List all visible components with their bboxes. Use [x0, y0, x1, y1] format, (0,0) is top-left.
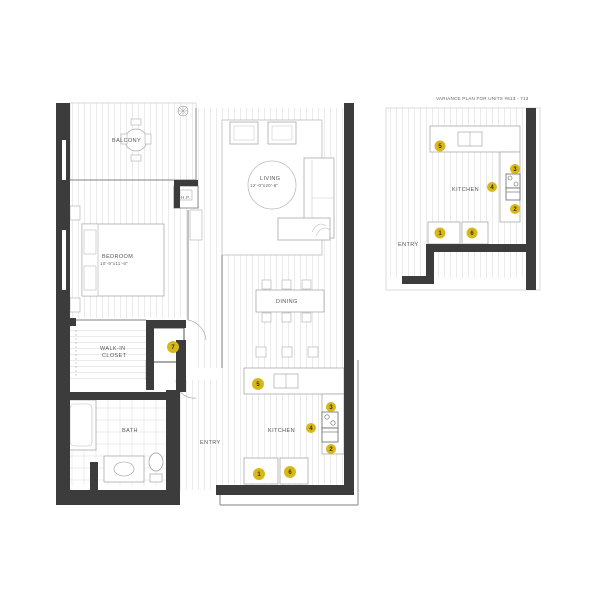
badge: 1: [253, 468, 265, 480]
variance-plan: VARIANCE PLAN FOR UNITS #613 - 713 KITCH…: [385, 96, 541, 291]
bath-label: BATH: [122, 428, 138, 434]
svg-text:2: 2: [513, 207, 517, 213]
bedroom-label: BEDROOM: [102, 254, 133, 260]
svg-text:3: 3: [329, 405, 333, 411]
nightstand: [69, 205, 81, 221]
dining-label: DINING: [276, 299, 298, 305]
toilet: [148, 452, 164, 472]
badge: 5: [434, 140, 446, 152]
living-label: LIVING: [260, 176, 280, 182]
badge: 3: [326, 402, 336, 412]
dining-table: [255, 289, 325, 313]
hp-label: H.P.: [181, 195, 190, 200]
badge: 1: [434, 227, 446, 239]
svg-text:5: 5: [438, 144, 442, 150]
badge: 6: [466, 227, 478, 239]
walkin-label-2: CLOSET: [102, 353, 127, 359]
closet-floor: [70, 326, 146, 380]
kitchen-label: KITCHEN: [268, 428, 295, 434]
svg-text:4: 4: [490, 185, 494, 191]
svg-text:6: 6: [288, 470, 292, 476]
cooktop: [321, 411, 339, 429]
badge: 4: [306, 423, 316, 433]
badge: 7: [167, 341, 179, 353]
badge: 3: [510, 164, 520, 174]
badge: 5: [252, 378, 264, 390]
oven: [321, 427, 339, 443]
vanity: [103, 455, 145, 483]
badge: 2: [510, 204, 520, 214]
variance-oven: [505, 187, 521, 201]
coffee-table: [247, 160, 297, 210]
svg-text:6: 6: [470, 231, 474, 237]
balcony-label: BALCONY: [112, 138, 141, 144]
bathtub: [65, 399, 97, 451]
bedroom-dimensions: 10'-9"x11'-6": [100, 261, 128, 266]
svg-text:3: 3: [513, 167, 517, 173]
variance-kitchen-label: KITCHEN: [452, 187, 479, 193]
walls: [56, 103, 354, 505]
variance-cooktop: [505, 173, 521, 189]
svg-text:1: 1: [438, 231, 442, 237]
svg-text:7: 7: [171, 345, 175, 351]
entry-floor: [180, 380, 220, 490]
badge: 6: [284, 466, 296, 478]
svg-text:1: 1: [257, 472, 261, 478]
badge: 4: [487, 182, 497, 192]
variance-entry-label: ENTRY: [398, 242, 419, 248]
armchair: [229, 121, 259, 145]
walkin-label-1: WALK-IN: [100, 346, 126, 352]
media-unit: [277, 217, 331, 241]
entry-label: ENTRY: [200, 440, 221, 446]
badge: 2: [326, 444, 336, 454]
variance-title: VARIANCE PLAN FOR UNITS #613 - 713: [436, 96, 529, 101]
svg-text:5: 5: [256, 382, 260, 388]
svg-text:2: 2: [329, 447, 333, 453]
nightstand: [69, 297, 81, 313]
living-dimensions: 12'-0"x20'-8": [250, 183, 278, 188]
main-unit: BALCONY LIVING 12'-0"x20'-8" H.P. BEDROO…: [56, 102, 359, 506]
svg-text:4: 4: [309, 426, 313, 432]
armchair: [267, 121, 297, 145]
